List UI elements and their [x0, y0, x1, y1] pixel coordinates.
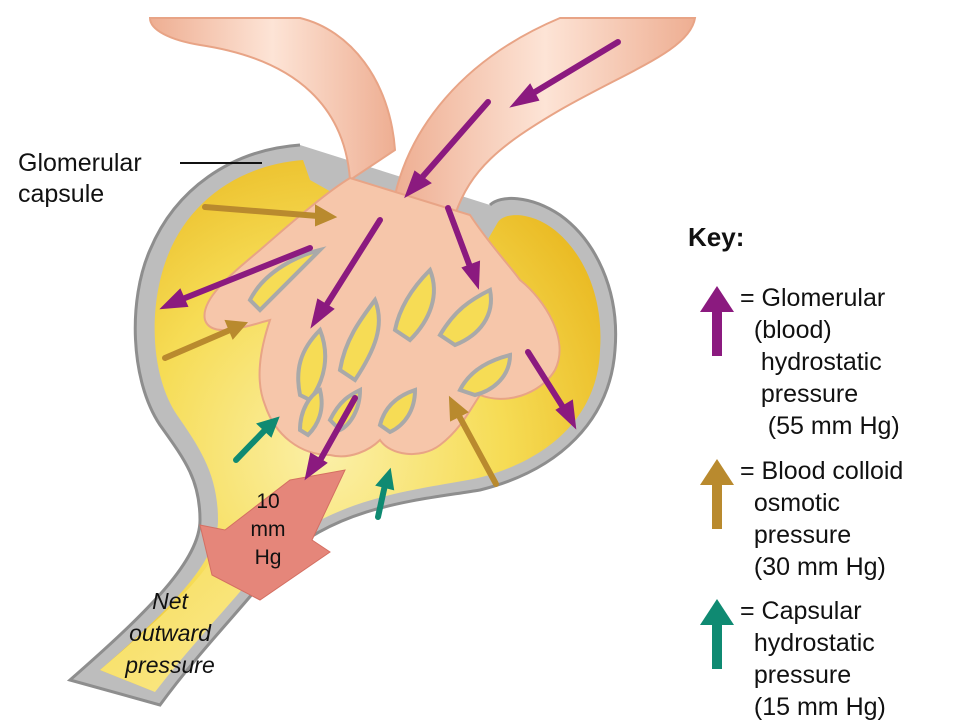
capsular-pressure-arrows [233, 416, 395, 520]
capillary-loops [247, 246, 513, 438]
glomerular-pressure-arrows [159, 39, 621, 481]
osmotic-pressure-arrows [162, 204, 499, 487]
purple-up-arrow-icon [700, 286, 734, 356]
key-item-text: = Glomerular (blood) hydrostatic pressur… [740, 284, 900, 440]
key-title: Key: [688, 222, 745, 252]
key-item-text: = Blood colloid osmotic pressure (30 mm … [740, 457, 904, 581]
afferent-arteriole [393, 17, 697, 217]
tan-up-arrow-icon [700, 459, 734, 529]
key-item-text: = Capsular hydrostatic pressure (15 mm H… [740, 597, 886, 721]
teal-up-arrow-icon [700, 599, 734, 669]
net-outward-pressure-arrow [199, 469, 346, 601]
efferent-arteriole [148, 17, 397, 182]
